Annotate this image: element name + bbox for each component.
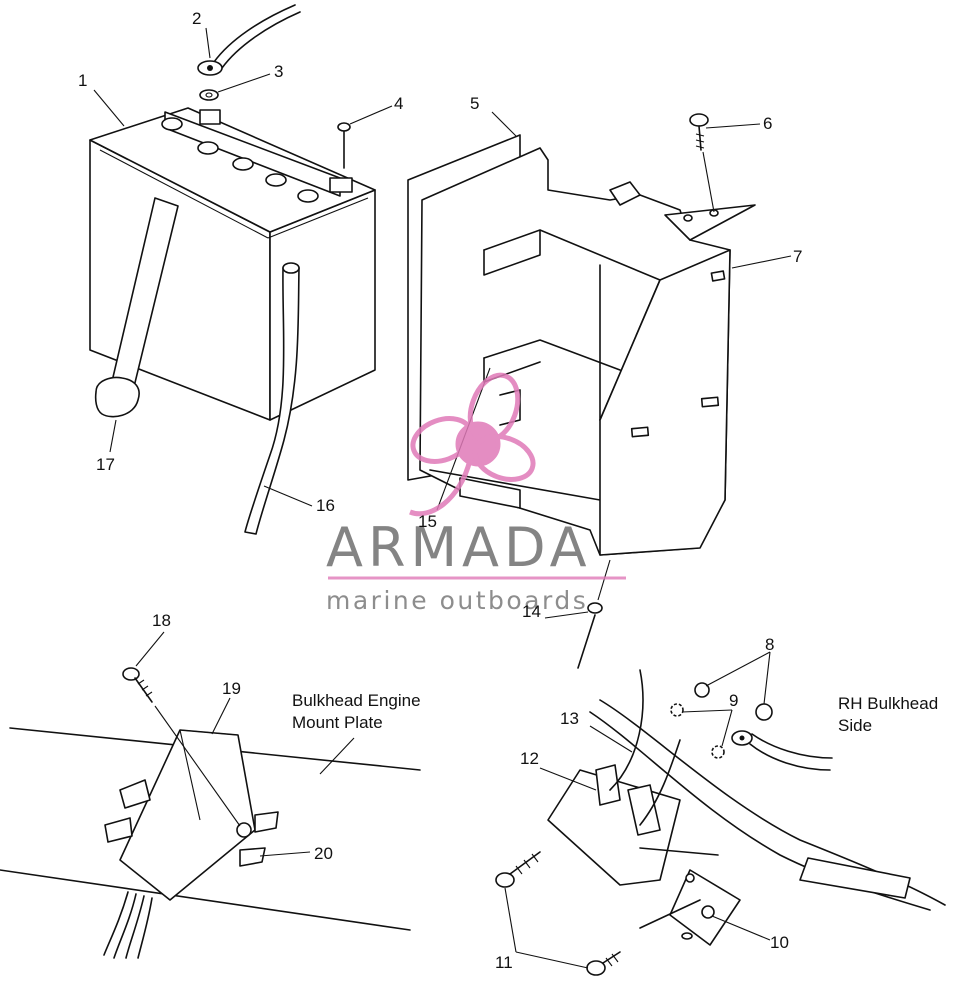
callout-14: 14 bbox=[522, 602, 541, 621]
lock-washers bbox=[670, 703, 725, 759]
callout-7: 7 bbox=[793, 247, 802, 266]
callout-17: 17 bbox=[96, 455, 115, 474]
callout-12: 12 bbox=[520, 749, 539, 768]
callout-1: 1 bbox=[78, 71, 87, 90]
callout-19: 19 bbox=[222, 679, 241, 698]
washer bbox=[199, 89, 219, 101]
callout-20: 20 bbox=[314, 844, 333, 863]
callout-8: 8 bbox=[765, 635, 774, 654]
coil-cover bbox=[103, 729, 279, 959]
watermark-anchor-logo bbox=[409, 372, 536, 517]
note-rh-line1: RH Bulkhead bbox=[838, 694, 938, 713]
callout-3: 3 bbox=[274, 62, 283, 81]
callout-16: 16 bbox=[316, 496, 335, 515]
ground-wire bbox=[731, 730, 833, 771]
terminal-screw bbox=[337, 122, 351, 169]
coil-bracket bbox=[639, 869, 741, 946]
callout-6: 6 bbox=[763, 114, 772, 133]
callout-18: 18 bbox=[152, 611, 171, 630]
callout-2: 2 bbox=[192, 9, 201, 28]
cover-screw bbox=[122, 667, 241, 827]
watermark-brand: ARMADA bbox=[326, 516, 592, 579]
watermark: ARMADA marine outboards bbox=[326, 372, 626, 615]
note-rh-line2: Side bbox=[838, 716, 872, 735]
battery-cable bbox=[197, 4, 301, 76]
callout-15: 15 bbox=[418, 512, 437, 531]
callout-4: 4 bbox=[394, 94, 403, 113]
watermark-tagline: marine outboards bbox=[326, 586, 588, 615]
callout-10: 10 bbox=[770, 933, 789, 952]
callout-9: 9 bbox=[729, 691, 738, 710]
callout-13: 13 bbox=[560, 709, 579, 728]
ignition-coil bbox=[547, 764, 681, 886]
bracket-bolt bbox=[689, 113, 715, 213]
note-bulkhead-line2: Mount Plate bbox=[292, 713, 383, 732]
mount-bracket bbox=[599, 204, 756, 556]
leader-lines bbox=[93, 27, 792, 969]
note-bulkhead-line1: Bulkhead Engine bbox=[292, 691, 421, 710]
coil-screws bbox=[495, 851, 621, 976]
battery-strap bbox=[94, 197, 179, 418]
coil-wires bbox=[609, 669, 681, 826]
box-fastener bbox=[577, 559, 611, 669]
diagram-notes: Bulkhead Engine Mount Plate RH Bulkhead … bbox=[292, 691, 938, 735]
vent-hose bbox=[244, 262, 300, 535]
callout-11: 11 bbox=[495, 953, 513, 972]
frame-rail bbox=[589, 699, 946, 911]
callout-labels: 1 2 3 4 5 6 7 8 9 10 11 12 13 14 15 16 1… bbox=[78, 9, 802, 972]
callout-5: 5 bbox=[470, 94, 479, 113]
